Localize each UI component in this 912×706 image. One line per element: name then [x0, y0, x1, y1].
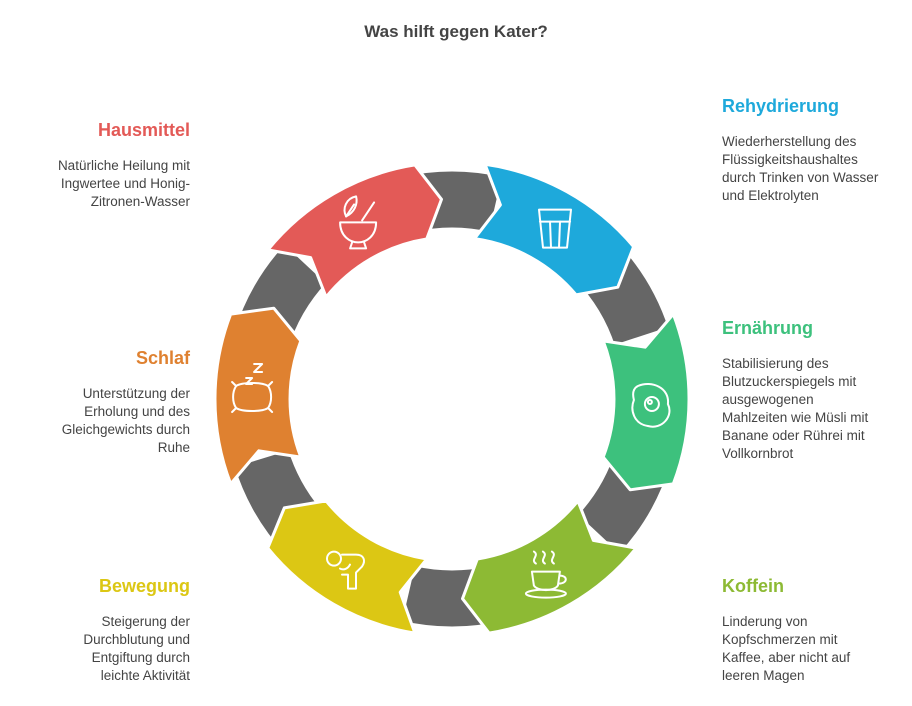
- label-description: Steigerung der Durchblutung und Entgiftu…: [83, 614, 190, 683]
- label-description: Unterstützung der Erholung und des Gleic…: [61, 386, 190, 455]
- exercise-icon: [326, 550, 365, 590]
- ring-segment-schlaf: [213, 306, 303, 486]
- label-description: Natürliche Heilung mit Ingwertee und Hon…: [57, 158, 190, 209]
- label-hausmittel: Hausmittel Natürliche Heilung mit Ingwer…: [0, 120, 190, 211]
- label-title: Koffein: [722, 576, 784, 596]
- ring-segment-koffein: [461, 499, 638, 635]
- ring-segment-hausmittel: [266, 163, 443, 299]
- label-title: Hausmittel: [97, 120, 190, 140]
- label-title: Ernährung: [722, 318, 814, 338]
- label-bewegung: Bewegung Steigerung der Durchblutung und…: [0, 576, 190, 685]
- pillow-icon: [231, 363, 274, 413]
- label-title: Schlaf: [135, 348, 190, 368]
- fried-egg-icon: [631, 383, 671, 428]
- label-title: Bewegung: [98, 576, 190, 596]
- glass-icon: [538, 208, 572, 249]
- coffee-cup-icon: [524, 550, 567, 599]
- label-koffein: Koffein Linderung von Kopfschmerzen mit …: [722, 576, 912, 685]
- label-schlaf: Schlaf Unterstützung der Erholung und de…: [0, 348, 190, 457]
- label-ernaehrung: Ernährung Stabilisierung des Blutzuckers…: [722, 318, 912, 463]
- label-description: Wiederherstellung des Flüssigkeitshausha…: [722, 134, 879, 203]
- ring-segment-rehydrierung: [473, 162, 636, 297]
- label-rehydrierung: Rehydrierung Wiederherstellung des Flüss…: [722, 96, 912, 205]
- label-description: Stabilisierung des Blutzuckerspiegels mi…: [722, 356, 869, 461]
- ring-segments: [213, 162, 691, 635]
- mortar-pestle-icon: [339, 195, 378, 250]
- label-title: Rehydrierung: [722, 96, 840, 116]
- diagram-title: Was hilft gegen Kater?: [364, 22, 548, 41]
- label-description: Linderung von Kopfschmerzen mit Kaffee, …: [722, 614, 851, 683]
